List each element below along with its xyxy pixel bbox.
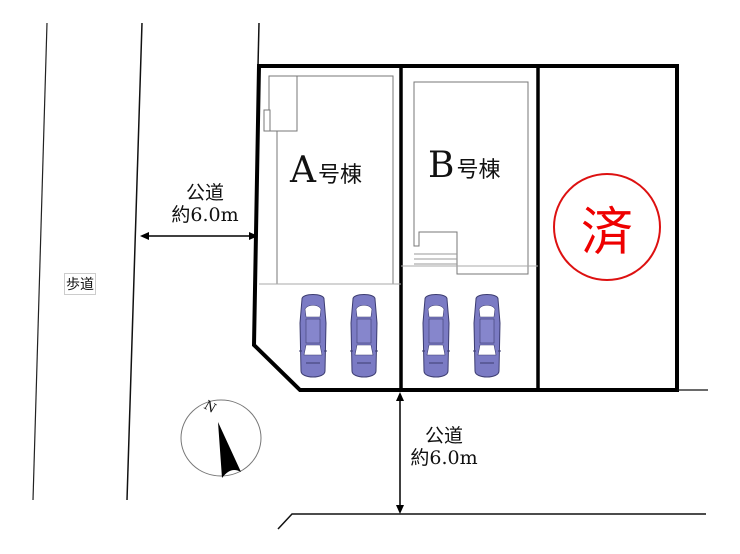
building-b-suffix: 号棟 xyxy=(456,158,501,183)
sidewalk-outer-line xyxy=(32,22,48,501)
car-icon-a1 xyxy=(298,294,328,378)
sidewalk-inner-line xyxy=(126,22,143,501)
south-road-label: 公道 約6.0m xyxy=(404,425,484,469)
sidewalk-label: 歩道 xyxy=(64,273,96,295)
south-road-type: 公道 xyxy=(424,425,463,447)
south-road-dimension-arrow xyxy=(396,392,404,514)
south-road-far-edge xyxy=(277,513,706,530)
site-boundary xyxy=(251,64,679,392)
south-road-width: 約6.0m xyxy=(410,447,478,469)
building-b-footprint xyxy=(413,81,529,275)
road-edge-line xyxy=(257,22,260,67)
car-icon-a2 xyxy=(349,294,379,378)
building-a-label[interactable]: A号棟 xyxy=(290,150,362,191)
sold-stamp: 済 xyxy=(553,173,661,281)
building-a-step xyxy=(263,109,271,132)
west-road-label: 公道 約6.0m xyxy=(155,182,255,226)
west-road-type: 公道 xyxy=(185,182,224,204)
building-a-suffix: 号棟 xyxy=(318,163,363,188)
building-b-label[interactable]: B号棟 xyxy=(428,145,500,186)
building-b-letter: B xyxy=(428,145,455,186)
building-a-porch xyxy=(268,75,298,132)
car-icon-b1 xyxy=(421,294,451,378)
north-arrow-icon xyxy=(218,422,241,478)
building-a-letter: A xyxy=(290,150,316,191)
car-icon-b2 xyxy=(472,294,502,378)
west-road-width: 約6.0m xyxy=(171,204,239,226)
west-road-dimension-arrow xyxy=(140,232,258,240)
north-compass xyxy=(180,399,262,478)
